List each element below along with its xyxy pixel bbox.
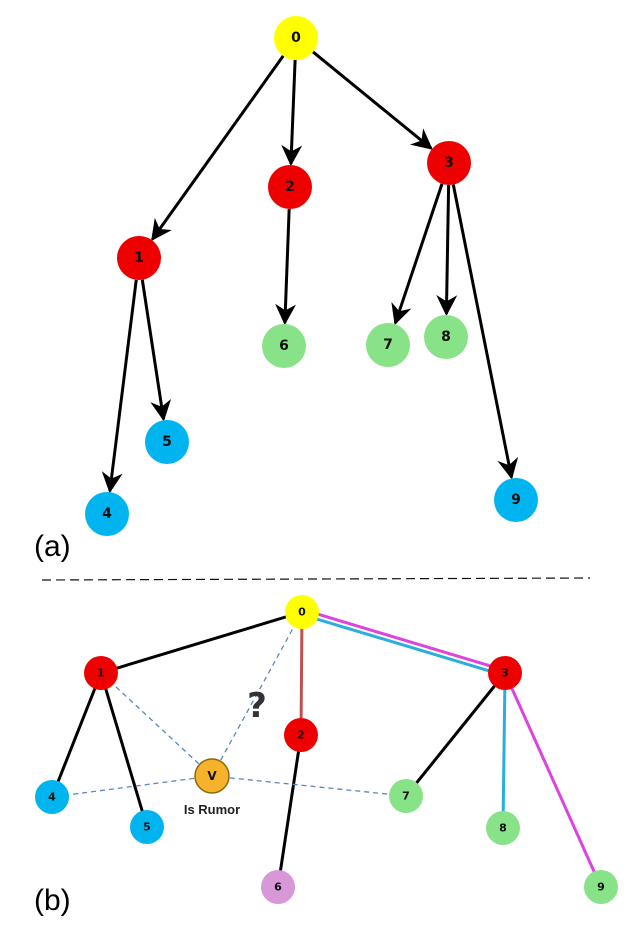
node-b-5: 5 — [130, 810, 164, 844]
edge-b-0-3-magenta — [302, 608, 507, 673]
node-b-7-label: 7 — [402, 790, 410, 803]
node-a-3-label: 3 — [444, 155, 454, 171]
edge-a-2-6 — [275, 208, 297, 326]
rumor-node: V — [194, 758, 230, 794]
node-a-9: 9 — [494, 478, 538, 522]
panel-divider — [41, 577, 591, 581]
node-b-4: 4 — [35, 780, 69, 814]
node-a-5-circle — [145, 420, 189, 464]
panel-b-undirected-graph: 0 1 2 3 4 5 6 7 8 9 V ? Is Rumor (b) — [34, 595, 618, 917]
node-a-9-label: 9 — [511, 492, 521, 508]
node-a-5-label: 5 — [162, 434, 172, 450]
edge-b-3-8 — [501, 672, 507, 829]
node-a-9-circle — [494, 478, 538, 522]
node-a-1-label: 1 — [134, 250, 144, 266]
edge-a-0-1 — [151, 55, 285, 241]
node-a-3: 3 — [427, 141, 471, 185]
node-a-2-label: 2 — [285, 179, 295, 195]
edge-b-V-7 — [211, 775, 407, 797]
node-b-0: 0 — [285, 595, 319, 629]
node-b-9-circle — [584, 870, 618, 904]
node-a-2: 2 — [268, 165, 312, 209]
node-b-1-label: 1 — [97, 667, 105, 680]
panel-a-label: (a) — [34, 530, 71, 563]
node-a-1-circle — [117, 236, 161, 280]
node-b-6-label: 6 — [274, 881, 282, 894]
edge-a-0-3 — [312, 50, 433, 150]
edge-b-V-1 — [100, 672, 213, 777]
node-a-8-label: 8 — [441, 329, 451, 345]
node-a-8: 8 — [424, 315, 468, 359]
node-a-1: 1 — [117, 236, 161, 280]
node-a-0: 0 — [274, 16, 318, 60]
node-a-5: 5 — [145, 420, 189, 464]
node-b-1: 1 — [84, 656, 118, 690]
node-a-7-circle — [366, 323, 410, 367]
node-b-5-circle — [130, 810, 164, 844]
node-b-8: 8 — [486, 811, 520, 845]
panel-b-label: (b) — [34, 884, 71, 917]
edge-b-0-1 — [100, 610, 303, 675]
panel-b-nodes: 0 1 2 3 4 5 6 7 8 9 V — [35, 595, 618, 904]
panel-a-edges — [101, 50, 519, 494]
node-b-9-label: 9 — [597, 881, 605, 894]
edge-b-3-9 — [503, 672, 603, 888]
node-a-0-label: 0 — [291, 30, 301, 46]
node-a-6-circle — [262, 324, 306, 368]
panel-b-edges — [50, 608, 603, 888]
node-b-3: 3 — [488, 656, 522, 690]
node-a-7-label: 7 — [383, 337, 393, 353]
node-b-2-circle — [284, 718, 318, 752]
edge-a-1-4 — [101, 279, 138, 494]
node-b-7: 7 — [389, 779, 423, 813]
node-b-7-circle — [389, 779, 423, 813]
node-b-0-label: 0 — [298, 606, 306, 619]
node-b-3-circle — [488, 656, 522, 690]
node-b-1-circle — [84, 656, 118, 690]
edge-a-3-9 — [451, 184, 519, 480]
node-b-8-circle — [486, 811, 520, 845]
node-b-4-label: 4 — [48, 791, 56, 804]
node-a-8-circle — [424, 315, 468, 359]
node-a-0-circle — [274, 16, 318, 60]
question-mark: ? — [247, 686, 267, 726]
node-b-9: 9 — [584, 870, 618, 904]
node-a-4-circle — [85, 492, 129, 536]
edge-a-3-8 — [436, 184, 458, 317]
node-b-5-label: 5 — [143, 821, 151, 834]
edge-b-2-6 — [276, 734, 303, 888]
rumor-node-caption: Is Rumor — [184, 802, 240, 817]
node-b-2: 2 — [284, 718, 318, 752]
node-b-6: 6 — [261, 870, 295, 904]
node-a-3-circle — [427, 141, 471, 185]
edge-b-1-4 — [50, 672, 103, 798]
edge-b-1-5 — [99, 672, 149, 828]
node-b-8-label: 8 — [499, 822, 507, 835]
rumor-node-label: V — [207, 769, 217, 783]
rumor-node-circle — [194, 758, 230, 794]
node-a-2-circle — [268, 165, 312, 209]
edge-a-1-5 — [140, 279, 172, 422]
edge-b-V-0 — [211, 611, 303, 777]
node-a-6-label: 6 — [279, 338, 289, 354]
edge-b-3-7 — [404, 672, 507, 797]
node-a-7: 7 — [366, 323, 410, 367]
node-b-3-label: 3 — [501, 667, 509, 680]
node-b-6-circle — [261, 870, 295, 904]
edge-a-3-7 — [391, 183, 444, 326]
node-a-6: 6 — [262, 324, 306, 368]
edge-a-0-2 — [281, 59, 303, 167]
edge-b-0-3-blue — [300, 612, 505, 677]
node-b-2-label: 2 — [297, 729, 305, 742]
panel-a-directed-tree: 0 1 2 3 4 5 6 7 8 9 (a) — [34, 16, 538, 563]
panel-a-nodes: 0 1 2 3 4 5 6 7 8 9 — [85, 16, 538, 536]
node-b-4-circle — [35, 780, 69, 814]
node-b-0-circle — [285, 595, 319, 629]
node-a-4-label: 4 — [102, 506, 112, 522]
edge-b-0-2 — [299, 611, 304, 736]
node-a-4: 4 — [85, 492, 129, 536]
